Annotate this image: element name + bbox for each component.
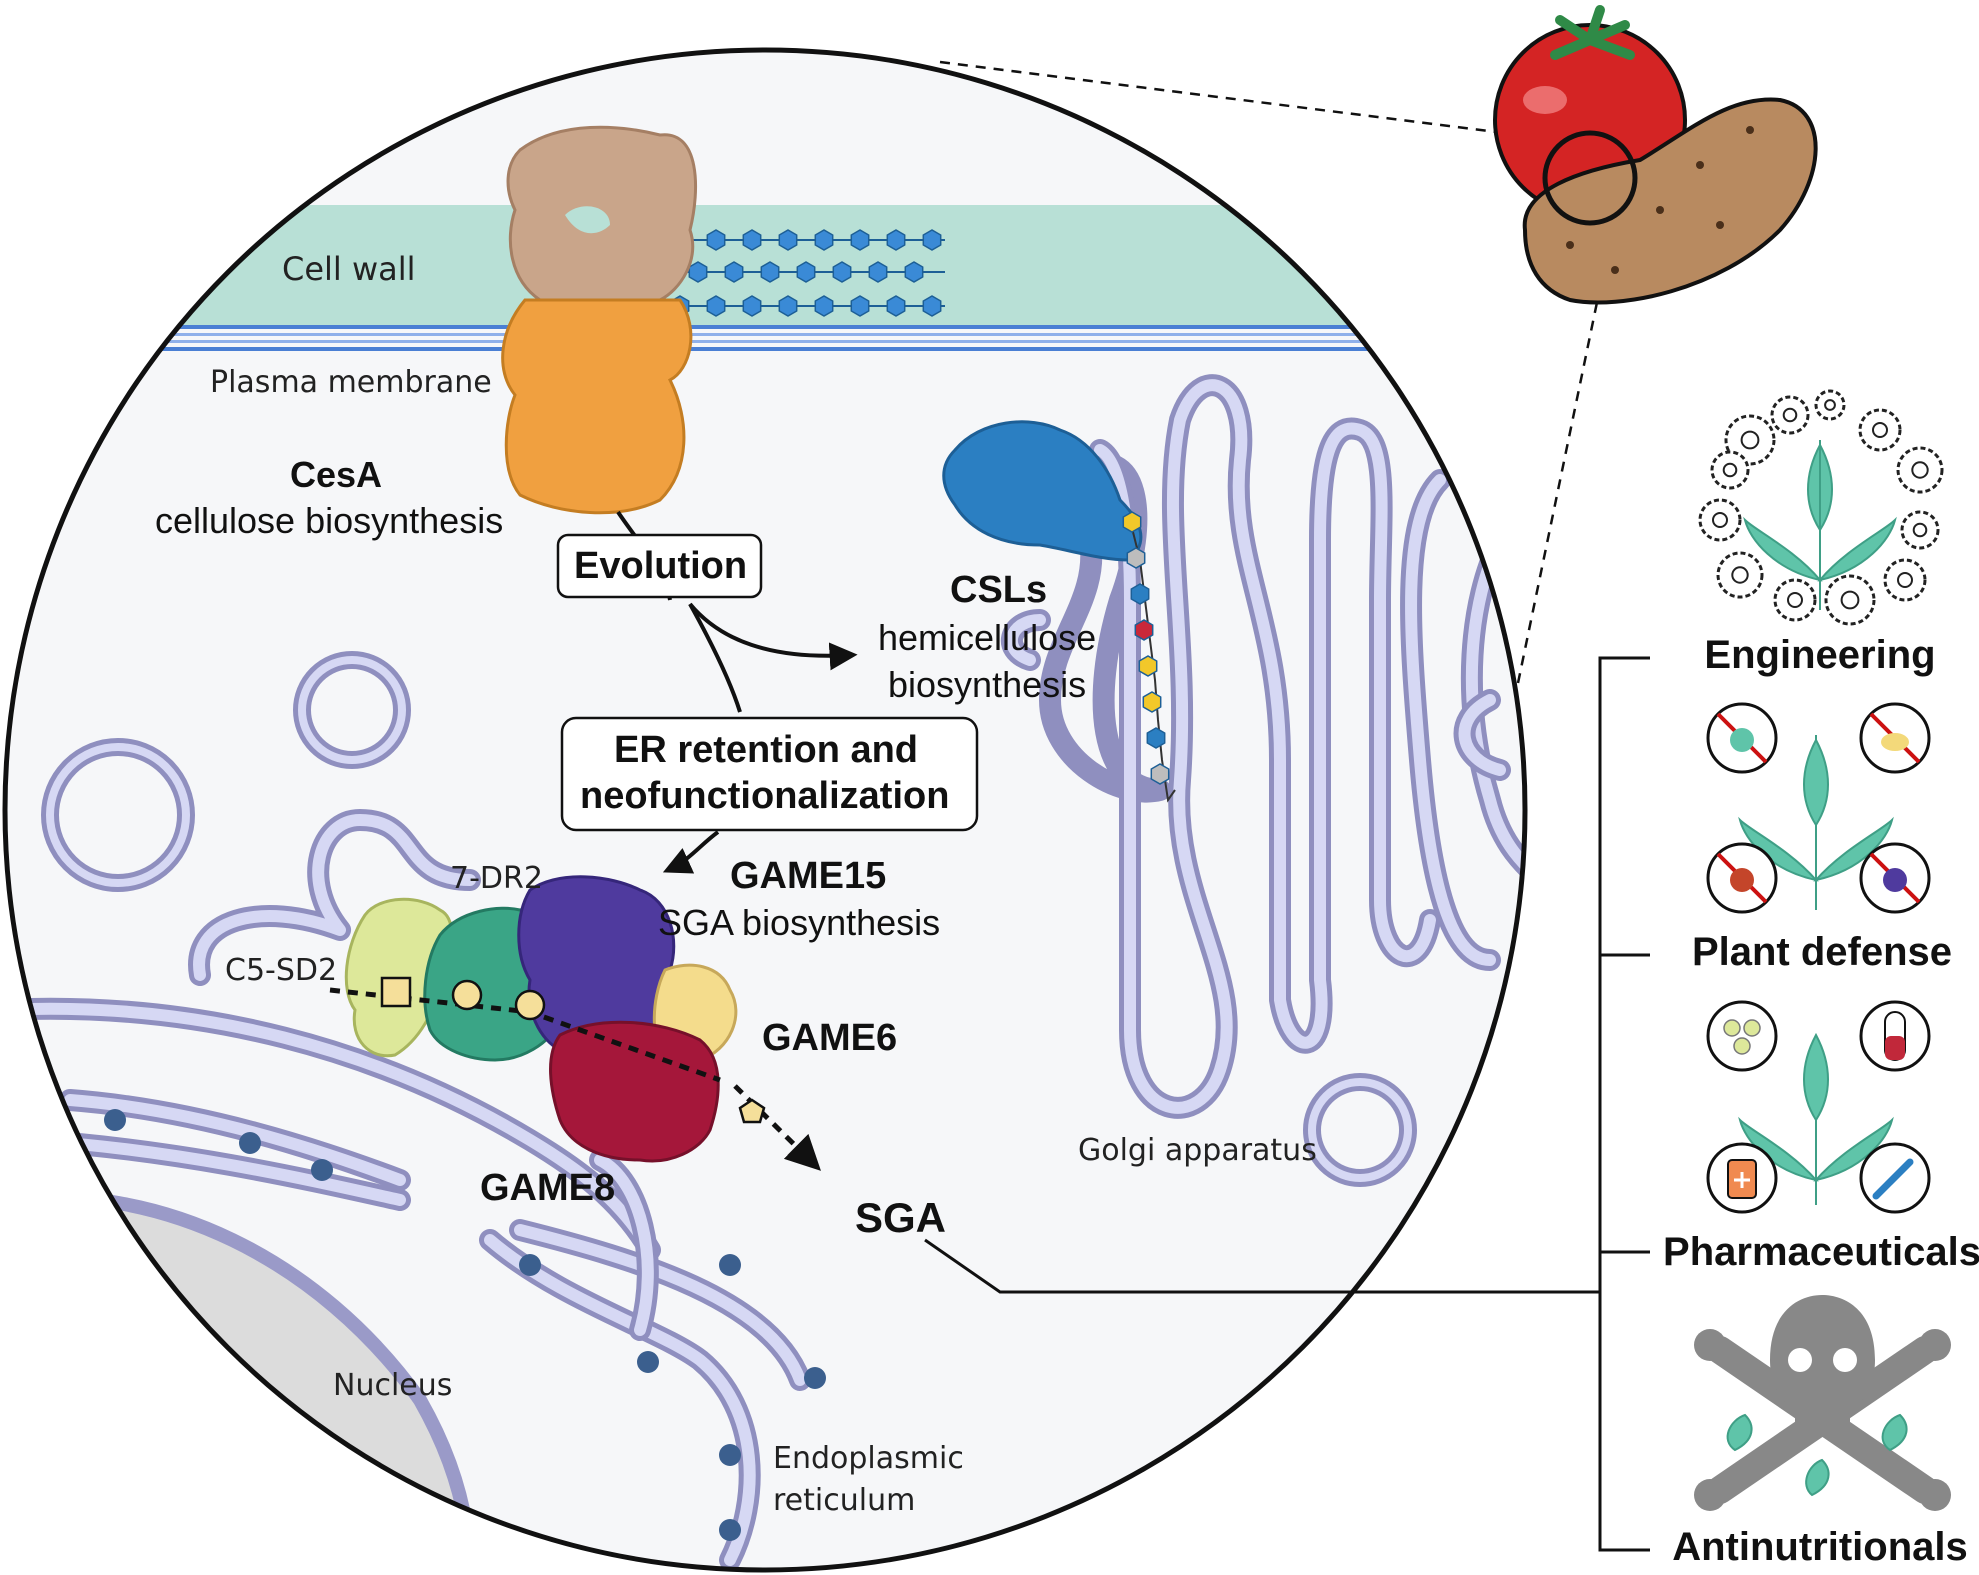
medicine-icon	[1706, 1000, 1931, 1214]
label-er-1: Endoplasmic	[773, 1441, 964, 1476]
sga-molecule	[738, 1098, 766, 1124]
label-csls-function-2: biosynthesis	[888, 664, 1086, 705]
ribosomes	[104, 1109, 826, 1541]
evolution-box	[556, 533, 763, 599]
label-nucleus: Nucleus	[333, 1368, 452, 1403]
label-game15: GAME15	[730, 855, 886, 897]
zoom-circle	[1542, 130, 1638, 226]
cell-outline	[2, 47, 1528, 1573]
label-er-retention-1: ER retention and	[614, 729, 918, 771]
golgi-apparatus	[1000, 374, 1525, 1119]
tomato-stem	[1550, 5, 1635, 60]
label-cesa: CesA	[290, 454, 382, 495]
label-c5-sd2: C5-SD2	[225, 953, 337, 988]
label-game8: GAME8	[480, 1167, 615, 1209]
hemicellulose-chain	[1122, 511, 1176, 803]
applications-bracket	[924, 656, 1650, 1552]
cesa-protein	[501, 125, 698, 515]
skull-crossbones-icon	[1694, 1295, 1951, 1511]
game8-protein	[549, 1020, 720, 1163]
label-game15-function: SGA biosynthesis	[658, 902, 940, 943]
cesa-bottom-domain	[501, 298, 693, 515]
application-label-antinutritionals: Antinutritionals	[1672, 1525, 1968, 1569]
enzyme-complex	[329, 875, 821, 1171]
zoom-line-bottom	[1516, 229, 1614, 684]
tomato-potato-illustration	[939, 5, 1818, 684]
er-retention-box	[560, 716, 979, 832]
applications-panel: Engineering Plant defense	[924, 389, 1979, 1569]
label-er-2: reticulum	[773, 1483, 915, 1518]
plasma-membrane	[5, 325, 1525, 351]
label-er-retention-2: neofunctionalization	[580, 775, 949, 817]
label-game6: GAME6	[762, 1017, 897, 1059]
label-sga: SGA	[855, 1194, 946, 1241]
potato	[1522, 97, 1818, 305]
label-cesa-function: cellulose biosynthesis	[155, 500, 503, 541]
label-evolution: Evolution	[574, 545, 747, 587]
endoplasmic-reticulum	[5, 809, 811, 1570]
label-csls-function-1: hemicellulose	[878, 617, 1096, 658]
gear-plant-icon	[1698, 389, 1944, 626]
application-label-pharmaceuticals: Pharmaceuticals	[1663, 1230, 1979, 1274]
cells-icon	[1706, 1000, 1778, 1072]
pest-defense-icon	[1706, 702, 1931, 914]
label-csls: CSLs	[950, 569, 1047, 611]
label-7-dr2: 7-DR2	[450, 861, 543, 896]
application-label-engineering: Engineering	[1704, 633, 1935, 677]
application-label-plant-defense: Plant defense	[1692, 930, 1952, 974]
label-plasma-membrane: Plasma membrane	[210, 365, 492, 400]
label-golgi: Golgi apparatus	[1078, 1133, 1317, 1168]
zoom-line-top	[939, 60, 1561, 142]
label-cell-wall: Cell wall	[282, 250, 416, 288]
vesicles	[41, 651, 1417, 1187]
